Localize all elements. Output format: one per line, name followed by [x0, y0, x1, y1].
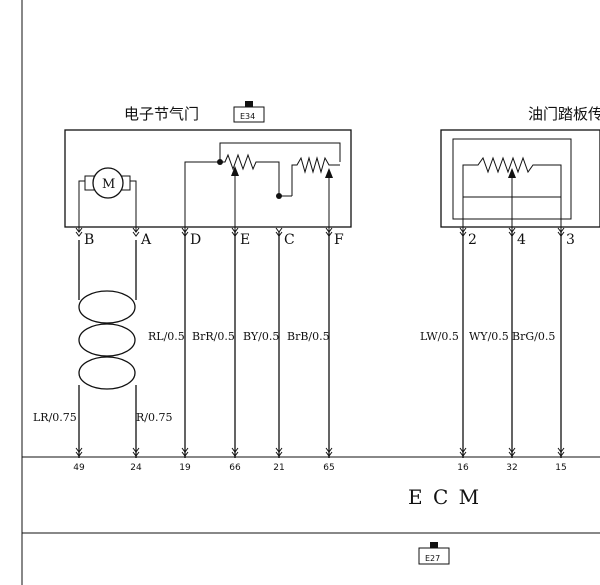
connector-chevron-top	[325, 227, 333, 237]
connector-chevron-bottom	[231, 447, 239, 457]
wire-spec-label: WY/0.5	[469, 330, 509, 343]
ecm-pin-number: 16	[457, 463, 469, 473]
throttle-body: 电子节气门 E34 M	[64, 101, 352, 232]
wire-spec-label: RL/0.5	[148, 330, 185, 343]
wire-spec-label: BrB/0.5	[287, 330, 330, 343]
ecm-pin-number: 65	[323, 463, 334, 473]
ecm-pin-number: 32	[506, 463, 517, 473]
throttle-box	[64, 129, 352, 228]
throttle-pin-labels: B LR/0.75 49 A R/0.75 24 D RL/0.5 19 E BrR/0.5 66 C B…	[33, 232, 344, 473]
throttle-pin-letter: F	[334, 232, 344, 248]
ecm-pin-number: 21	[273, 463, 284, 473]
connector-chevron-top	[557, 227, 565, 237]
throttle-connector-tag: E34	[233, 101, 265, 123]
ecm-connector-tag: E27	[418, 542, 450, 565]
connector-chevron-bottom	[325, 447, 333, 457]
ecm-pin-number: 66	[229, 463, 241, 473]
wire-spec-label: BrR/0.5	[192, 330, 235, 343]
wire-spec-label: BY/0.5	[243, 330, 279, 343]
connector-chevron-bottom	[508, 447, 516, 457]
throttle-pin-letter: E	[240, 232, 250, 248]
connector-chevron-top	[132, 227, 140, 237]
ecm-pin-number: 49	[73, 463, 85, 473]
connector-chevron-bottom	[557, 447, 565, 457]
ecm-pin-number: 15	[555, 463, 566, 473]
motor-label: M	[102, 177, 115, 192]
connector-chevron-top	[75, 227, 83, 237]
connector-chevron-top	[231, 227, 239, 237]
twisted-pair-coil	[78, 240, 137, 458]
connector-chevron-bottom	[275, 447, 283, 457]
throttle-pin-letter: D	[190, 232, 201, 248]
throttle-pin-letter: C	[284, 232, 295, 248]
pedal-pin-number: 2	[468, 232, 477, 248]
pedal-pin-number: 4	[517, 232, 526, 248]
throttle-pin-letter: A	[140, 232, 152, 248]
wire-spec-label: BrG/0.5	[512, 330, 555, 343]
connector-chevron-bottom	[459, 447, 467, 457]
throttle-pin-letter: B	[84, 232, 94, 248]
connector-chevron-bottom	[181, 447, 189, 457]
connector-chevron-top	[459, 227, 467, 237]
connector-chevron-top	[508, 227, 516, 237]
pedal-pin-number: 3	[566, 232, 575, 248]
pedal-box	[440, 129, 600, 228]
connector-chevron-bottom	[132, 447, 140, 457]
throttle-title: 电子节气门	[124, 105, 199, 123]
ecm-pin-number: 19	[179, 463, 191, 473]
throttle-connector-label: E34	[240, 112, 255, 121]
ecm-pin-number: 24	[130, 463, 142, 473]
wires	[75, 227, 565, 458]
wire-spec-label: R/0.75	[136, 411, 172, 424]
connector-chevron-bottom	[75, 447, 83, 457]
throttle-position-sensor	[184, 142, 341, 232]
connector-chevron-top	[275, 227, 283, 237]
wire-spec-label: LR/0.75	[33, 411, 77, 424]
pedal-title: 油门踏板传感	[528, 105, 600, 123]
motor-symbol: M	[78, 167, 137, 232]
ecm-label: E C M	[408, 485, 481, 509]
ecm-connector-label: E27	[425, 554, 440, 563]
connector-chevron-top	[181, 227, 189, 237]
pedal-sensor: 油门踏板传感	[440, 105, 600, 232]
wire-spec-label: LW/0.5	[420, 330, 459, 343]
